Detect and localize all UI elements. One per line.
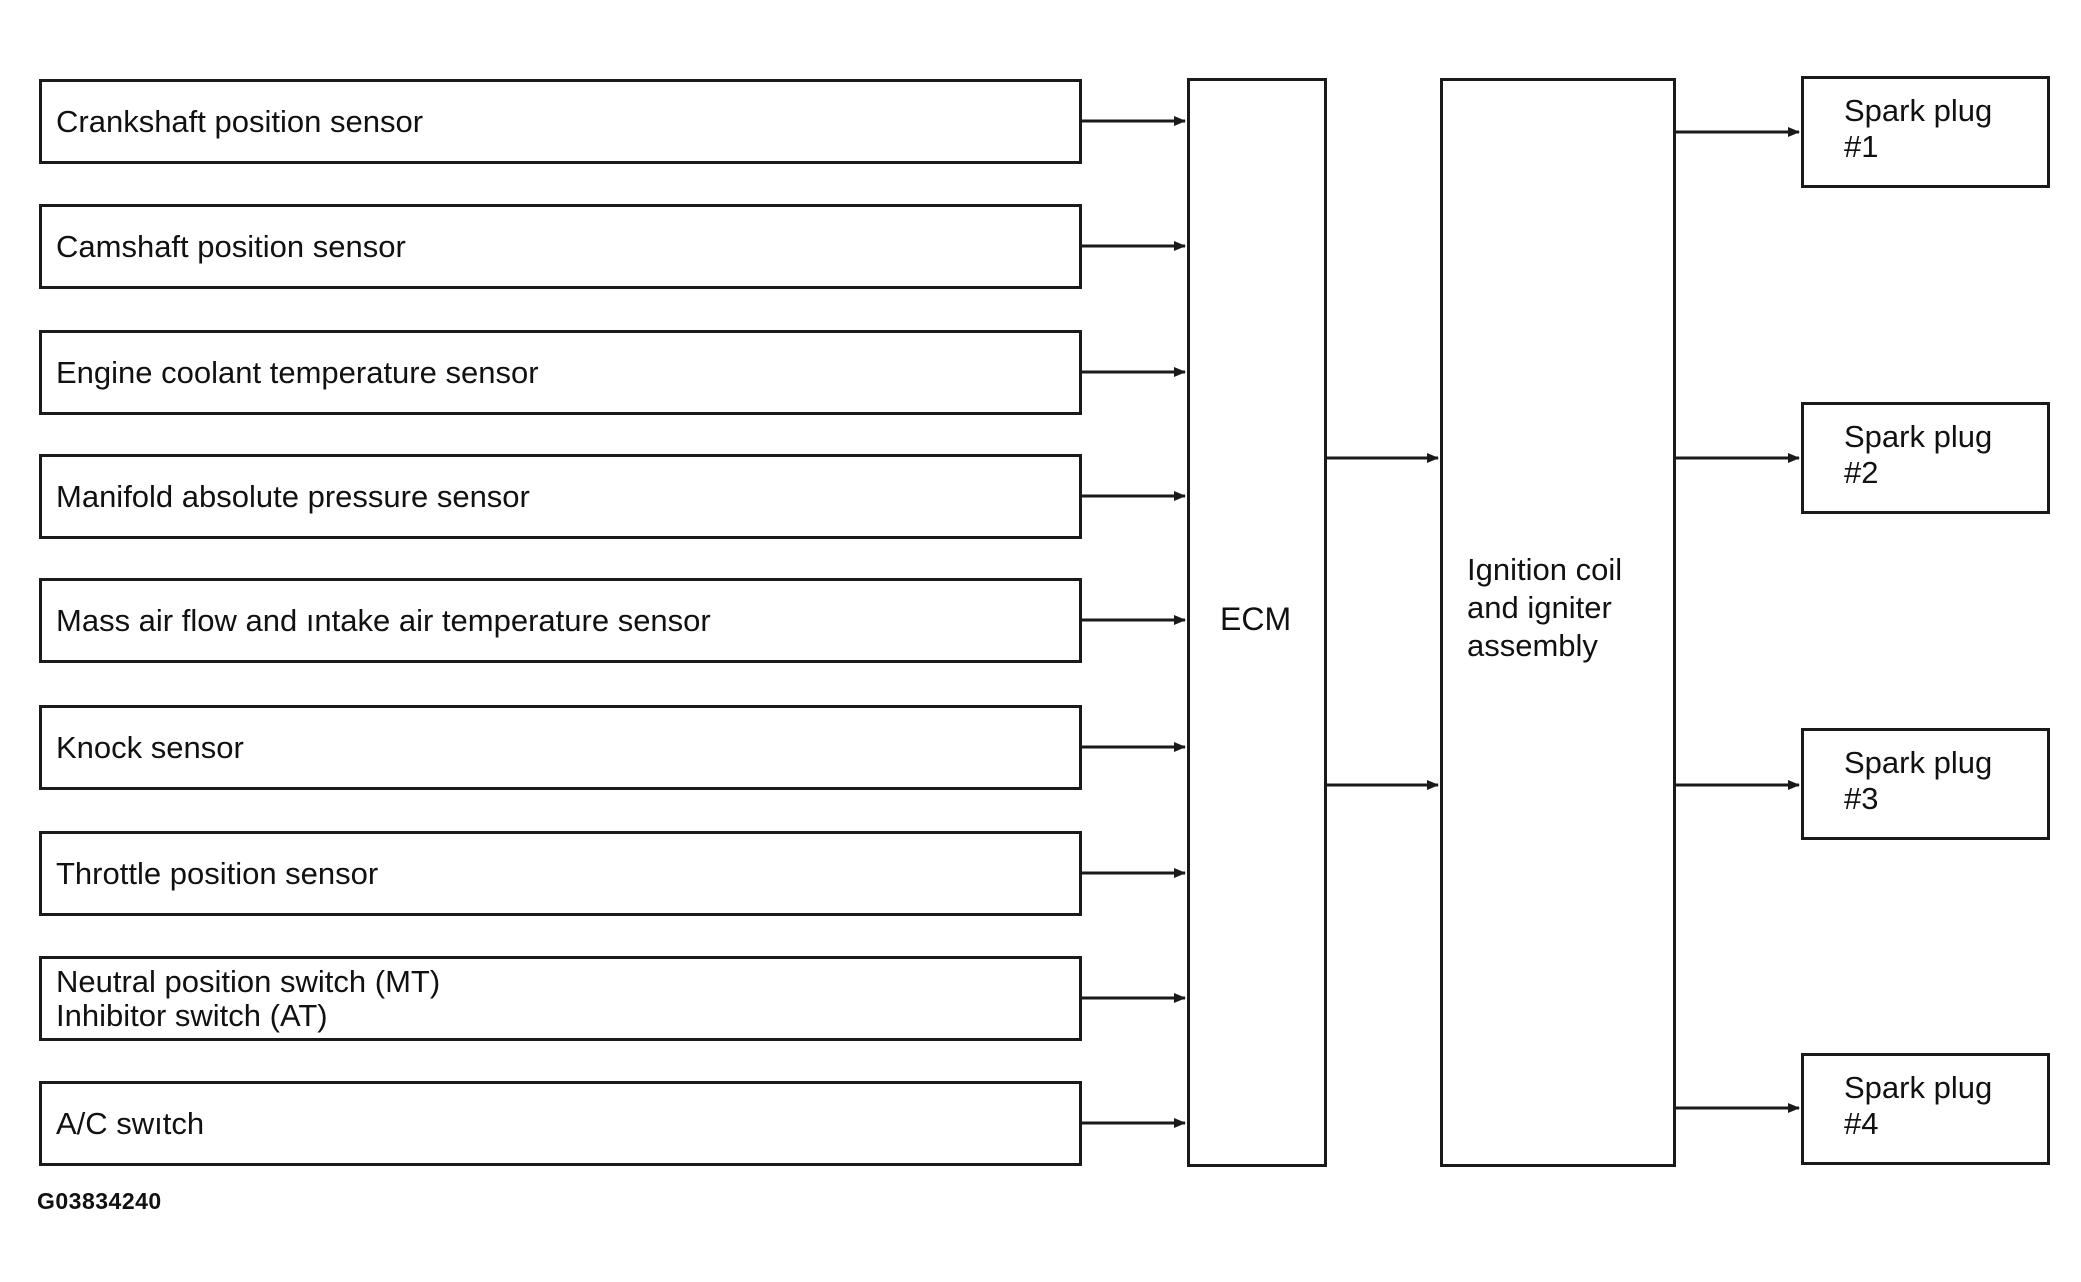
sensor-box-mass-air-flow: Mass air flow and ıntake air temperature… [39, 578, 1082, 663]
spark-plug-label: Spark plug #2 [1844, 419, 1993, 490]
ignition-coil-label: Ignition coil and igniter assembly [1467, 552, 1623, 663]
sensor-label: A/C swıtch [56, 1105, 205, 1141]
spark-plug-box-3: Spark plug #3 [1801, 728, 2050, 840]
sensor-label: Camshaft position sensor [56, 228, 406, 264]
sensor-label: Mass air flow and ıntake air temperature… [56, 602, 711, 638]
figure-code: G03834240 [37, 1188, 162, 1214]
sensor-box-neutral-inhibitor: Neutral position switch (MT) Inhibitor s… [39, 956, 1082, 1041]
ignition-coil-box: Ignition coil and igniter assembly [1440, 78, 1676, 1167]
sensor-box-throttle-position: Throttle position sensor [39, 831, 1082, 916]
sensor-label: Neutral position switch (MT) Inhibitor s… [56, 963, 441, 1033]
sensor-label: Throttle position sensor [56, 855, 379, 891]
sensor-box-crankshaft: Crankshaft position sensor [39, 79, 1082, 164]
sensor-label: Knock sensor [56, 729, 244, 765]
spark-plug-label: Spark plug #1 [1844, 93, 1993, 164]
sensor-box-ac-switch: A/C swıtch [39, 1081, 1082, 1166]
spark-plug-box-1: Spark plug #1 [1801, 76, 2050, 188]
sensor-box-coolant-temp: Engine coolant temperature sensor [39, 330, 1082, 415]
sensor-label: Engine coolant temperature sensor [56, 354, 539, 390]
sensor-box-knock: Knock sensor [39, 705, 1082, 790]
spark-plug-label: Spark plug #3 [1844, 745, 1993, 816]
spark-plug-label: Spark plug #4 [1844, 1070, 1993, 1141]
sensor-label: Manifold absolute pressure sensor [56, 478, 530, 514]
sensor-box-camshaft: Camshaft position sensor [39, 204, 1082, 289]
sensor-label: Crankshaft position sensor [56, 103, 424, 139]
spark-plug-box-4: Spark plug #4 [1801, 1053, 2050, 1165]
ecm-label: ECM [1220, 601, 1292, 637]
spark-plug-box-2: Spark plug #2 [1801, 402, 2050, 514]
sensor-box-manifold-pressure: Manifold absolute pressure sensor [39, 454, 1082, 539]
ecm-box: ECM [1187, 78, 1327, 1167]
